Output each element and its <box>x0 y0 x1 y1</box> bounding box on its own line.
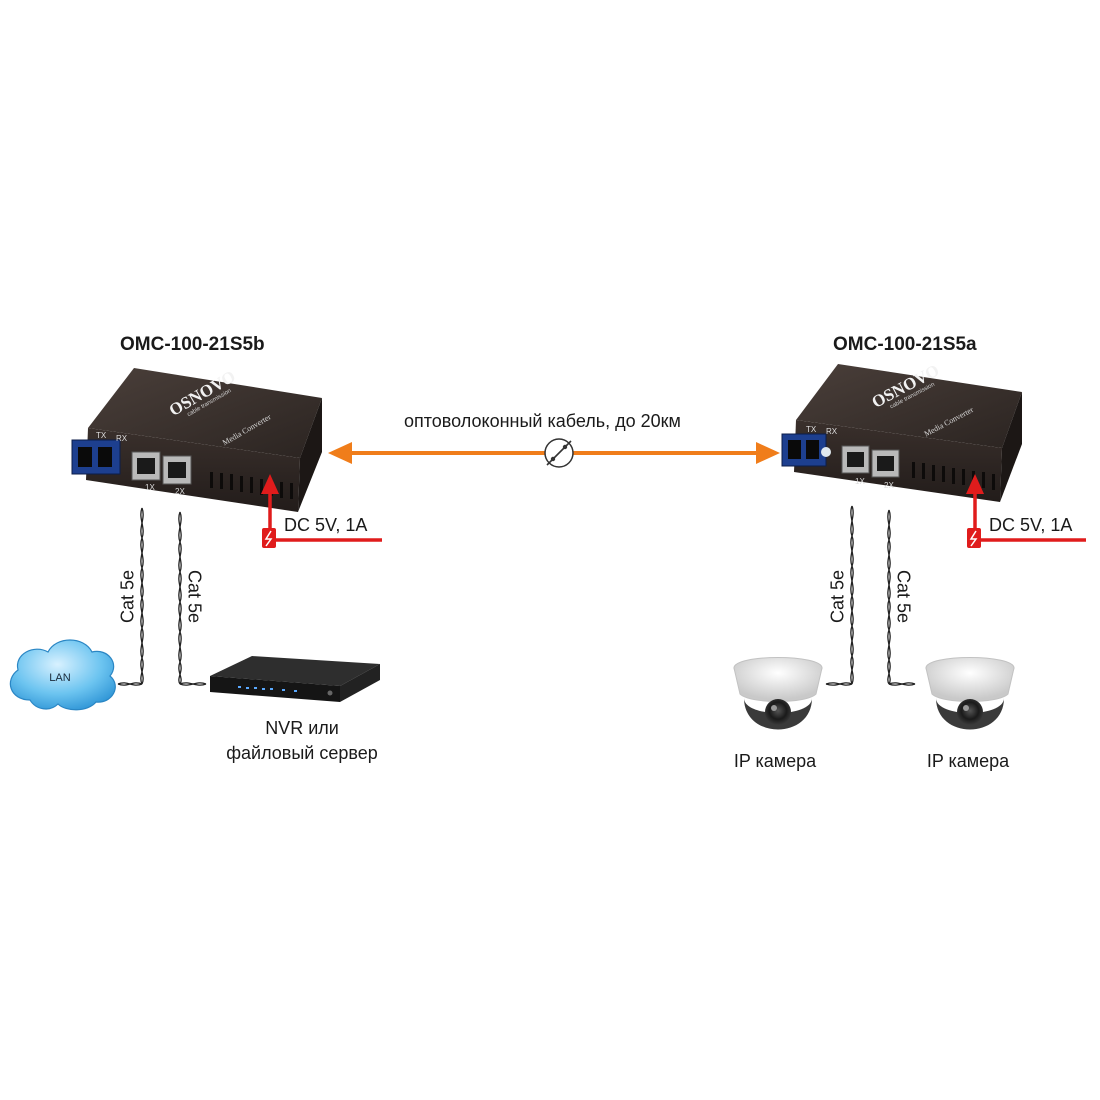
nvr-front <box>210 676 340 702</box>
converter-left-side <box>298 398 322 512</box>
converter-left-tx: TX <box>96 431 107 440</box>
cable-label-right-b: Cat 5e <box>893 569 914 624</box>
cable-label-left-a: Cat 5e <box>117 569 138 624</box>
nvr-power-button <box>327 690 333 696</box>
cable-label-left-b: Cat 5e <box>184 569 205 624</box>
camera2-housing <box>925 657 1015 702</box>
converter-right-port1-label: 1X <box>855 477 865 486</box>
cable-label-right-a: Cat 5e <box>827 569 848 624</box>
converter-left-port2-label: 2X <box>175 487 185 496</box>
nvr-top <box>210 656 380 686</box>
fiber-arrow-right <box>756 442 780 464</box>
camera1-label: IP камера <box>733 751 817 771</box>
camera1-housing <box>733 657 823 702</box>
nvr-label-line1: NVR или <box>265 718 339 738</box>
lan-label: LAN <box>49 672 70 684</box>
ip-camera-1 <box>733 657 823 730</box>
ip-camera-2 <box>925 657 1015 730</box>
nvr-side <box>340 664 380 702</box>
power-arrow-left <box>261 474 279 494</box>
converter-right-sc-socket-1 <box>788 440 801 459</box>
cable-left-a <box>117 507 144 686</box>
nvr-device <box>210 656 380 702</box>
lightning-icon <box>262 528 276 548</box>
converter-right-tx: TX <box>806 425 817 434</box>
fiber-link <box>328 438 780 468</box>
converter-right-model: OMC-100-21S5a <box>833 334 977 355</box>
converter-left-sc-socket-2 <box>98 447 112 467</box>
converter-right-rx: RX <box>826 427 838 436</box>
fiber-arrow-left <box>328 442 352 464</box>
converter-left-port1-label: 1X <box>145 483 155 492</box>
power-label-right: DC 5V, 1A <box>989 515 1073 535</box>
camera2-label: IP камера <box>926 751 1010 771</box>
cable-left-b <box>178 511 207 686</box>
converter-left-model: OMC-100-21S5b <box>120 334 265 355</box>
lightning-icon <box>967 528 981 548</box>
power-input-right <box>966 474 1086 548</box>
media-converter-left: OSNOVO cable transmission Media Converte… <box>71 367 322 512</box>
cable-right-a <box>825 505 854 686</box>
media-converter-right: OSNOVO cable transmission Media Converte… <box>781 361 1022 502</box>
converter-right-top <box>796 364 1022 448</box>
converter-left-rx: RX <box>116 434 128 443</box>
camera2-lens <box>957 699 983 725</box>
converter-right-sc-socket-2 <box>806 440 819 459</box>
power-arrow-right <box>966 474 984 494</box>
converter-right-port2-label: 2X <box>884 481 894 490</box>
converter-right-led <box>821 447 831 457</box>
cable-right-b <box>887 509 916 686</box>
cloud-icon <box>9 639 116 711</box>
power-label-left: DC 5V, 1A <box>284 515 368 535</box>
camera1-lens <box>765 699 791 725</box>
converter-left-top <box>88 368 322 458</box>
nvr-label-line2: файловый сервер <box>226 743 378 763</box>
converter-left-front <box>86 428 300 512</box>
fiber-label: оптоволоконный кабель, до 20км <box>404 411 681 431</box>
converter-left-sc-socket-1 <box>78 447 92 467</box>
converter-right-side <box>1000 392 1022 502</box>
lan-cloud: LAN <box>9 639 116 711</box>
power-input-left <box>261 474 382 548</box>
